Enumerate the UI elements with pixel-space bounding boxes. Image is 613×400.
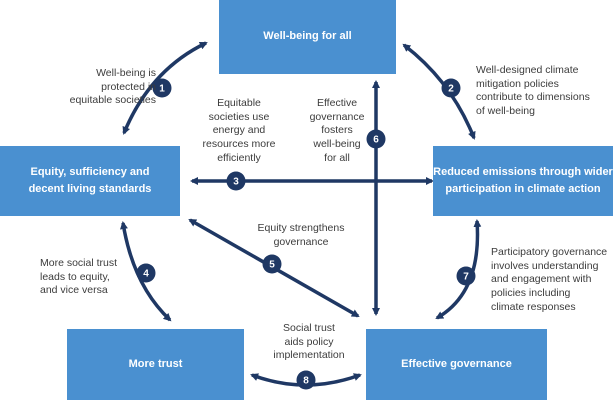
arrow-2 (402, 43, 476, 140)
box-label-line: participation in climate action (445, 183, 601, 195)
box-label: More trust (128, 357, 183, 370)
badge-8 (296, 370, 316, 390)
text-line: Social trust (283, 322, 335, 334)
badge-4 (136, 263, 156, 283)
text-line: Effective (316, 97, 358, 109)
text-line: well-being (313, 137, 361, 150)
box-label: Effective governance (401, 357, 512, 370)
badge-5 (262, 254, 282, 274)
text-line: resources more (202, 137, 276, 150)
link-1-description: Well-being is protected in equitable soc… (64, 67, 156, 108)
badge-7 (456, 266, 476, 286)
box-reduced-emissions: Reduced emissions through wider particip… (433, 146, 613, 216)
text-line: More social trust (40, 257, 118, 269)
link-6-description: Effective governance fosters well-being … (306, 97, 368, 165)
badge-number: 7 (463, 272, 469, 283)
badge-2 (441, 78, 461, 98)
text-line: contribute to dimensions (476, 91, 590, 104)
link-7-description: Participatory governance involves unders… (491, 246, 613, 314)
text-line: for all (324, 151, 350, 164)
text-line: leads to equity, (40, 270, 110, 283)
text-line: efficiently (217, 151, 261, 164)
text-line: involves understanding (491, 259, 599, 272)
text-line: and vice versa (40, 284, 108, 297)
text-line: Equitable (217, 97, 261, 109)
box-label-line: Reduced emissions through wider (433, 165, 613, 178)
text-line: implementation (273, 349, 345, 362)
text-line: climate responses (491, 300, 576, 313)
text-line: of well-being (476, 104, 535, 117)
text-line: energy and (212, 124, 266, 137)
box-label-line: Equity, sufficiency and (30, 165, 150, 178)
box-well-being: Well-being for all (219, 0, 396, 74)
badge-3 (226, 171, 246, 191)
text-line: policies including (491, 286, 571, 299)
link-8-description: Social trust aids policy implementation (264, 322, 354, 363)
text-line: governance (309, 110, 365, 123)
arrow-1 (122, 41, 208, 135)
box-equity: Equity, sufficiency and decent living st… (0, 146, 180, 216)
text-line: protected in (101, 80, 156, 93)
box-more-trust: More trust (67, 329, 244, 400)
badge-6 (366, 129, 386, 149)
link-2-description: Well-designed climate mitigation policie… (476, 64, 606, 119)
text-line: governance (273, 235, 329, 248)
link-5-description: Equity strengthens governance (246, 222, 356, 249)
badge-number: 5 (269, 260, 275, 271)
text-line: and engagement with (491, 273, 592, 286)
badge-number: 8 (303, 376, 309, 387)
box-label-line: decent living standards (28, 183, 152, 195)
badge-number: 3 (233, 177, 239, 188)
box-label: Well-being for all (263, 30, 352, 43)
text-line: fosters (321, 124, 353, 137)
text-line: aids policy (284, 335, 334, 348)
text-line: mitigation policies (476, 77, 559, 90)
text-line: Participatory governance (491, 246, 608, 258)
link-3-description: Equitable societies use energy and resou… (196, 97, 282, 165)
badge-1 (152, 78, 172, 98)
text-line: Well-being is (96, 67, 156, 79)
badge-number: 6 (373, 135, 379, 146)
text-line: Well-designed climate (476, 64, 579, 76)
text-line: societies use (208, 110, 270, 123)
badge-number: 1 (159, 84, 165, 95)
link-4-description: More social trust leads to equity, and v… (40, 257, 146, 298)
text-line: Equity strengthens (257, 222, 345, 234)
badge-number: 2 (448, 84, 454, 95)
box-effective-governance: Effective governance (366, 329, 547, 400)
text-line: equitable societies (69, 94, 156, 107)
badge-number: 4 (143, 269, 149, 280)
